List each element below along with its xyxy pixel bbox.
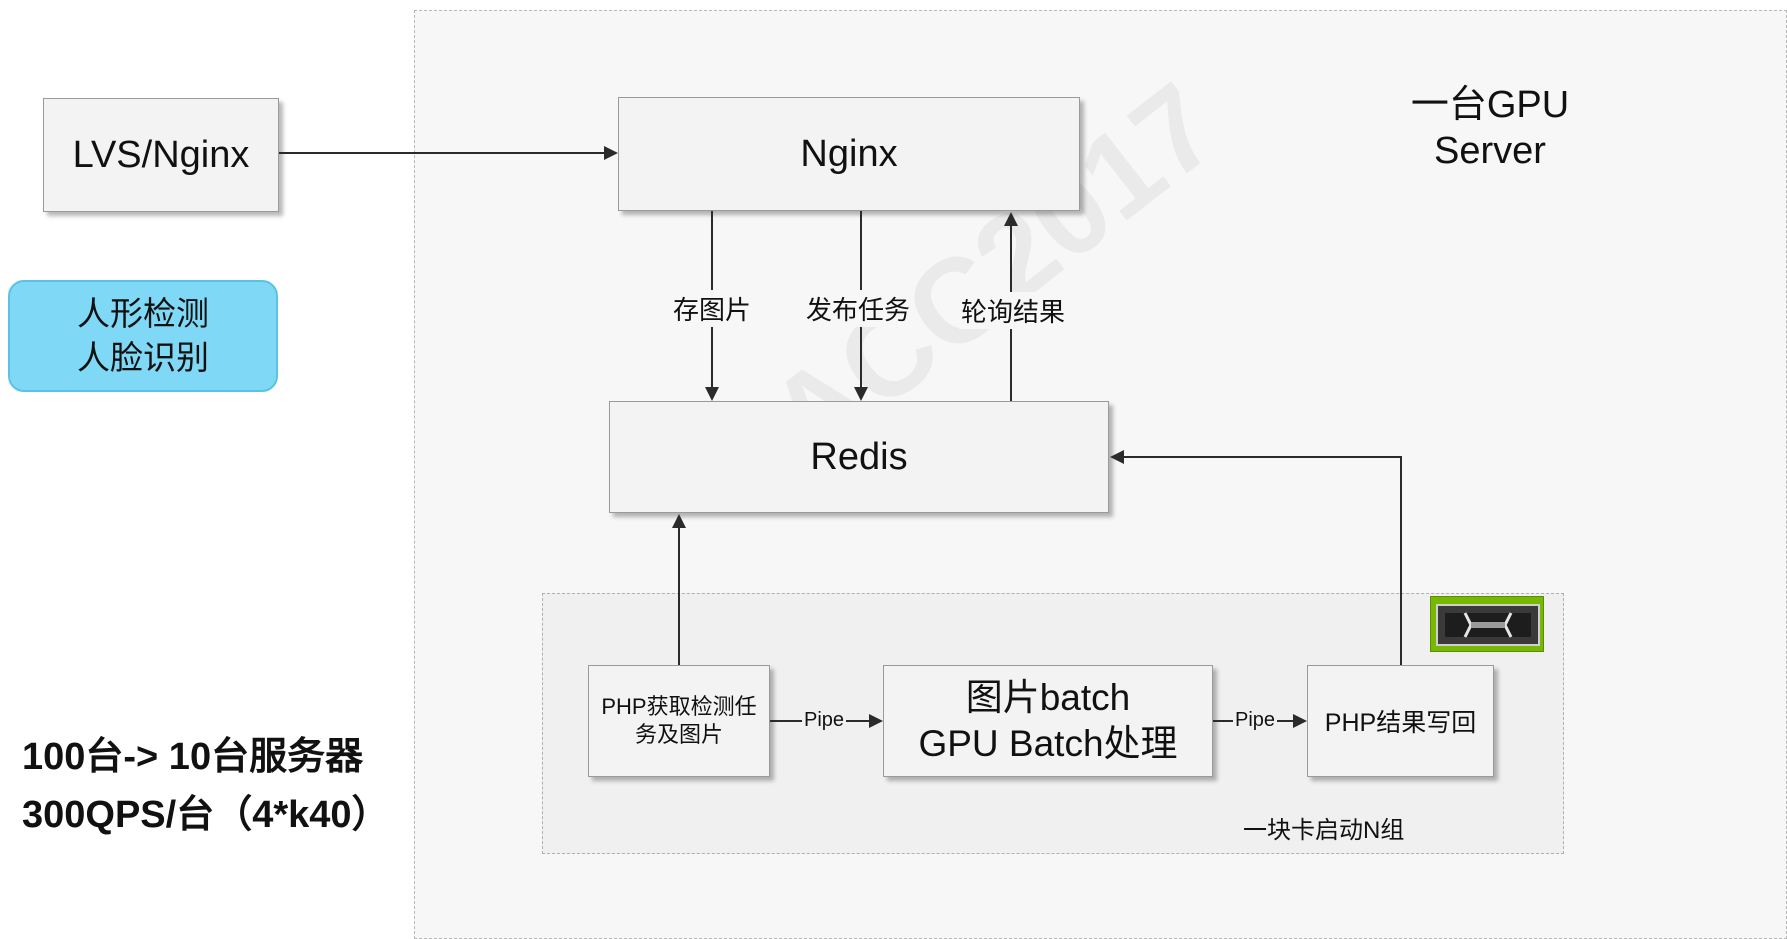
php-fetch-node: PHP获取检测任务及图片 [588,665,770,777]
edge-label-poll-result: 轮询结果 [959,292,1067,329]
nginx-node: Nginx [618,97,1080,211]
lvs-nginx-node: LVS/Nginx [43,98,279,212]
server-label-line2: Server [1370,128,1610,174]
feature-line2: 人脸识别 [77,336,209,380]
edge-label-pipe2: Pipe [1233,709,1277,732]
stats-line2: 300QPS/台（4*k40） [22,786,390,844]
edge-label-pipe1: Pipe [802,709,846,732]
server-label-line1: 一台GPU [1370,82,1610,128]
feature-box: 人形检测 人脸识别 [8,280,278,392]
stats-line1: 100台-> 10台服务器 [22,728,390,786]
gpu-batch-node: 图片batch GPU Batch处理 [883,665,1213,777]
edge-label-publish-task: 发布任务 [804,290,912,327]
edge-label-store-image: 存图片 [671,290,753,327]
gpu-batch-line2: GPU Batch处理 [918,721,1177,767]
redis-node: Redis [609,401,1109,513]
php-write-node: PHP结果写回 [1307,665,1494,777]
stats-text: 100台-> 10台服务器 300QPS/台（4*k40） [22,728,390,844]
gpu-card-icon [1430,596,1544,652]
gpu-batch-line1: 图片batch [918,675,1177,721]
feature-line1: 人形检测 [77,292,209,336]
card-group-label: 一块卡启动N组 [1243,810,1404,845]
server-label: 一台GPU Server [1370,82,1610,174]
